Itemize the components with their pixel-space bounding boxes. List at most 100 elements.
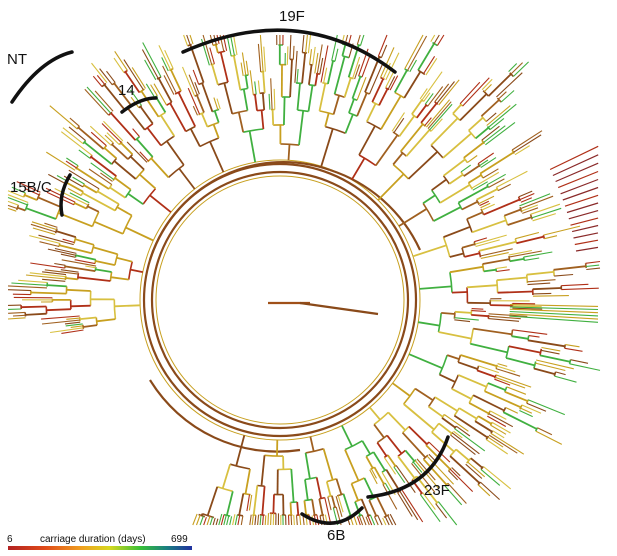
tree-branch [368,499,378,517]
tree-branch [513,61,529,77]
tree-branch-arc [441,414,445,419]
tree-backbone [139,159,421,453]
tree-branch [442,132,472,159]
tree-branch [497,290,533,294]
tree-branch [57,212,93,228]
tree-branch [79,316,97,320]
tree-branch [373,516,379,526]
tree-branch [248,494,253,511]
tree-branch-arc [295,82,303,85]
tree-branch-arc [403,388,416,405]
tree-branch [477,484,491,497]
tree-branch [201,82,214,113]
tree-branch [474,234,507,245]
tree-branch [480,252,509,259]
tree-branch [562,186,599,201]
tree-branch [309,436,315,452]
tree-branch-arc [212,43,218,47]
tree-branch [220,514,225,526]
tree-branch [54,262,66,266]
tree-branch [369,406,381,421]
tree-branch [95,268,112,273]
tree-branch [254,81,257,95]
tree-branch [89,125,112,146]
tree-branch [48,173,67,185]
tree-branch [365,516,370,526]
tree-branch [415,475,438,504]
tree-branch [479,159,489,167]
tree-branch-arc [147,156,154,163]
tree-branch [111,143,129,160]
tree-branch-arc [90,244,95,254]
tree-branch [504,390,528,402]
tree-branch [200,113,209,128]
tree-branch [434,396,458,412]
tree-branch [61,259,97,267]
tree-branch [411,463,436,493]
tree-branch [257,80,261,94]
tree-branch [443,225,471,238]
clade-arc-nt [10,50,74,104]
tree-branch [417,43,435,71]
tree-branch [509,315,599,323]
tree-branch [87,205,100,213]
tree-branch [177,91,197,127]
tree-branch [78,149,91,159]
tree-branch [554,375,577,383]
tree-branch [527,339,566,348]
tree-branch [189,44,205,83]
tree-branch-arc [124,189,132,199]
tree-branch [496,72,523,98]
tree-branch [305,34,308,53]
tree-branch [422,458,448,486]
tree-branch-arc [315,72,320,75]
tree-branch [480,99,500,117]
tree-branch [368,62,384,95]
tree-branch [248,130,257,163]
tree-branch [443,414,469,432]
tree-branch [7,207,17,212]
tree-branch [96,318,116,323]
tree-branch [314,52,319,74]
tree-branch [296,83,301,111]
tree-branch-arc [304,498,313,502]
tree-branch-arc [123,69,128,74]
tree-branch [496,276,528,282]
tree-branch [296,501,300,516]
tree-branch [462,77,490,107]
tree-branch [397,455,416,479]
tree-branch [438,331,472,340]
tree-branch [468,117,484,132]
tree-branch-arc [478,250,482,258]
tree-branch-arc [85,203,90,209]
tree-branch [196,94,205,113]
tree-branch [394,69,408,93]
tree-branch [369,469,378,485]
tree-branch [32,227,56,236]
tree-branch [342,493,352,516]
tree-branch [575,246,599,252]
tree-branch [510,62,523,75]
tree-branch-arc [73,236,77,244]
tree-branch [571,224,599,233]
tree-branch [412,244,447,258]
tree-branch [471,310,486,312]
tree-branch [150,157,170,179]
tree-branch [289,59,293,98]
tree-branch [495,368,521,377]
tree-branch [186,34,191,46]
tree-branch-arc [437,312,442,333]
tree-branch [488,413,514,428]
tree-branch [259,514,262,526]
tree-branch [543,225,581,236]
tree-branch [72,176,85,185]
tree-branch [295,515,298,526]
tree-branch-arc [417,69,426,76]
tree-branch [526,271,554,276]
tree-branch [389,513,397,526]
tree-branch [487,415,507,427]
tree-branch [354,501,362,516]
tree-branch-arc [496,280,499,293]
tree-branch [49,105,78,130]
tree-branch [16,181,41,193]
